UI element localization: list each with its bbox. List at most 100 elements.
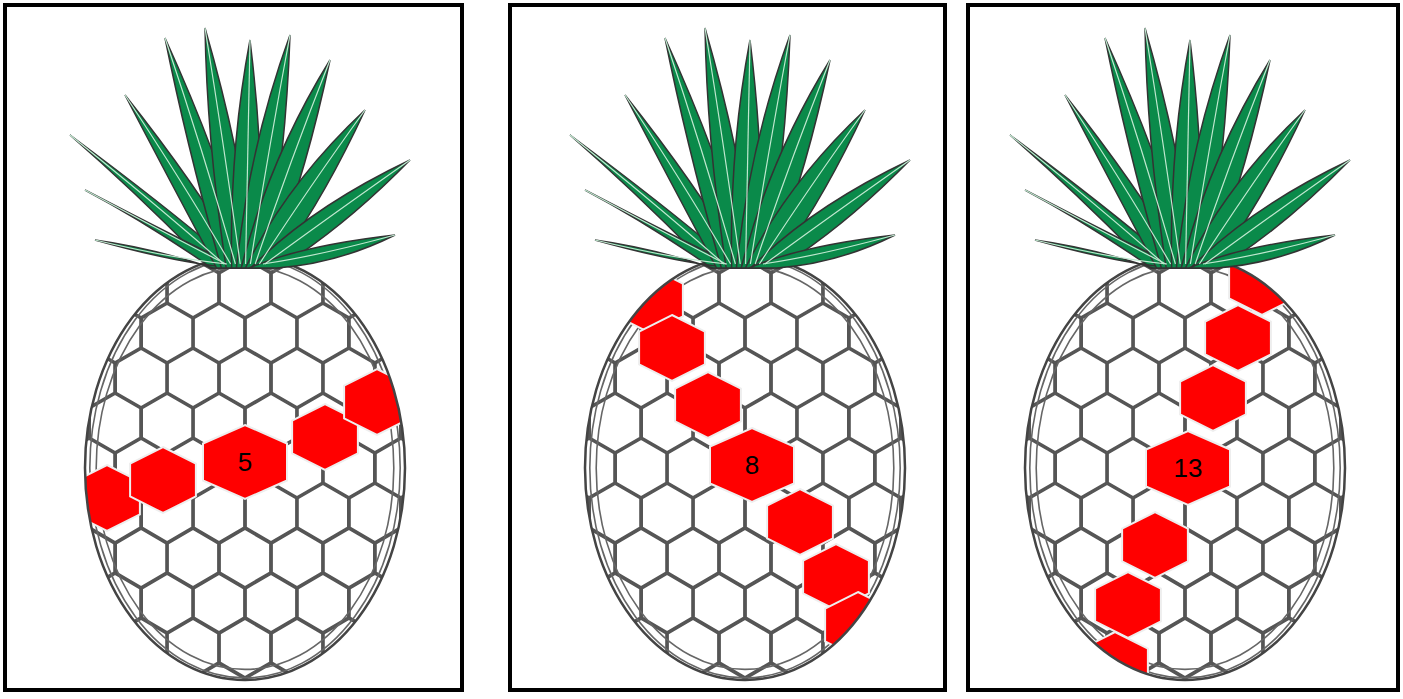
scale-cell [952, 529, 1002, 587]
leaf-highlight [70, 135, 224, 264]
scale-cell [928, 349, 978, 407]
scale-cell [1394, 214, 1403, 272]
scale-cell [0, 484, 36, 542]
scale-cell [512, 439, 562, 497]
spiral-cell [1095, 572, 1161, 638]
leaf-highlight [746, 40, 750, 264]
scale-cell [512, 259, 562, 317]
scale-cell [480, 349, 530, 407]
scale-cell [1006, 664, 1056, 699]
scale-cell [952, 169, 1002, 227]
scale-cell [460, 259, 510, 317]
leaf-highlight [1105, 38, 1175, 264]
scale-cell [0, 394, 36, 452]
leaf-highlight [255, 60, 330, 264]
scale-cell [486, 574, 536, 632]
scale-cell [506, 484, 556, 542]
pineapple-body [1025, 256, 1345, 680]
scale-cell [978, 304, 1028, 362]
spiral-cell [639, 315, 705, 381]
leaf-highlight [625, 95, 731, 264]
body-outline [1025, 256, 1345, 680]
scale-cell [1394, 484, 1403, 542]
scale-cell [538, 394, 588, 452]
scale-cell [1290, 664, 1340, 699]
pineapple [0, 28, 556, 699]
scale-cell [902, 394, 952, 452]
leaf-highlight [759, 110, 865, 264]
scale-cell [926, 304, 976, 362]
pineapple-body [85, 256, 405, 680]
scale-cell [1394, 394, 1403, 452]
scale-cell [954, 484, 1004, 542]
scale-cell [480, 439, 530, 497]
scale-cell [1342, 304, 1392, 362]
scale-cell [480, 169, 530, 227]
scale-cell [954, 214, 1004, 272]
scale-cell [850, 664, 900, 699]
leaf-highlight [259, 110, 365, 264]
scale-cell [642, 664, 692, 699]
scale-cell [1368, 259, 1403, 317]
numbered-cell: 8 [710, 428, 794, 502]
scale-cell [298, 664, 348, 699]
spiral-cells [74, 369, 410, 531]
scale-cell [538, 304, 588, 362]
scale-cell [978, 214, 1028, 272]
pineapple-crown [570, 28, 910, 268]
spiral-cell [344, 369, 410, 435]
scale-cell [64, 259, 114, 317]
scale-cell [506, 214, 556, 272]
scale-cell [1316, 529, 1366, 587]
scale-cell [798, 664, 848, 699]
scale-cell [876, 259, 926, 317]
pineapple-crown [1010, 28, 1350, 268]
scale-cell [980, 619, 1030, 677]
crown-leaf [1191, 160, 1350, 268]
panel-frame [510, 5, 945, 690]
scale-cell [376, 259, 426, 317]
scale-cell [564, 259, 614, 317]
scale-cell [900, 169, 950, 227]
leaf-highlight [1035, 240, 1167, 264]
scale-cell [460, 439, 510, 497]
scale-cell [902, 574, 952, 632]
scale-cell [1342, 574, 1392, 632]
scale-cell [454, 484, 504, 542]
leaf-highlight [95, 240, 227, 264]
numbered-cell: 5 [203, 425, 287, 499]
leaf-highlight [1065, 95, 1171, 264]
scale-cell [38, 304, 88, 362]
scale-cell [460, 349, 510, 407]
scale-cell [1368, 439, 1403, 497]
scale-cell [460, 529, 510, 587]
scale-cell [506, 394, 556, 452]
scale-cell [900, 259, 950, 317]
scale-cell [1030, 664, 1080, 699]
scale-cell [486, 484, 536, 542]
scale-cell [454, 214, 504, 272]
scale-cell [350, 664, 400, 699]
body-contour [590, 258, 900, 678]
scale-cell [402, 394, 452, 452]
scale-cell [38, 214, 88, 272]
scale-cell [376, 529, 426, 587]
leaf-highlight [665, 38, 735, 264]
scale-cell [12, 169, 62, 227]
scale-cell [1316, 619, 1366, 677]
leaf-highlight [705, 28, 740, 264]
scale-cell [978, 664, 1028, 699]
scale-cell [486, 214, 536, 272]
scale-cell [928, 529, 978, 587]
pineapple-crown [70, 28, 410, 268]
scale-cell [564, 529, 614, 587]
scale-cell [900, 619, 950, 677]
spiral-cell [825, 592, 891, 658]
scale-cell [376, 619, 426, 677]
leaf-highlight [1199, 110, 1305, 264]
scale-cell [512, 349, 562, 407]
scale-cell [480, 259, 530, 317]
scale-cell [454, 574, 504, 632]
leaf-highlight [125, 95, 231, 264]
scale-cell [12, 529, 62, 587]
